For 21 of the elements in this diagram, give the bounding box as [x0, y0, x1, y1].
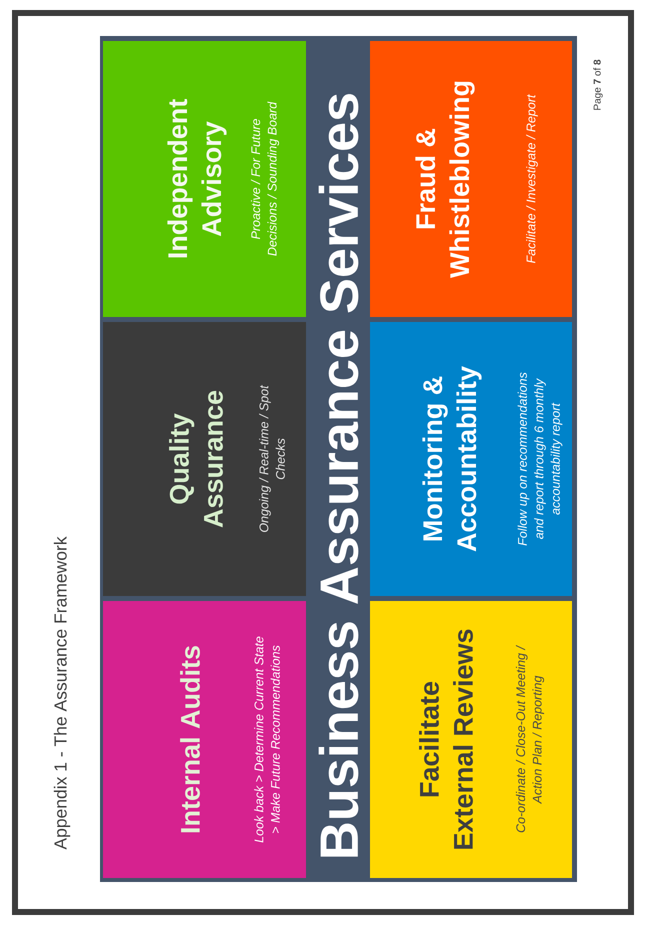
tile-heading: Fraud & Whistleblowing — [415, 82, 475, 278]
banner-text: Business Assurance Services — [318, 94, 358, 857]
page-number: Page 7 of 8 — [593, 60, 603, 110]
tile-description: Follow up on recommendations and report through 6 monthly accountability report — [518, 372, 562, 546]
service-tile — [370, 601, 572, 878]
service-tile — [370, 322, 572, 596]
tile-heading: Monitoring & Accountability — [422, 366, 482, 552]
tile-description: Facilitate / Investigate / Report — [526, 94, 538, 264]
page-title: Appendix 1 - The Assurance Framework — [54, 536, 70, 850]
service-tile — [370, 41, 572, 317]
tile-heading: Internal Audits — [180, 646, 200, 832]
tile-description: Look back > Determine Current State > Make Future Recommendations — [254, 636, 280, 842]
tile-description: Co-ordinate / Close-Out Meeting / Action Plan / Reporting — [516, 645, 544, 832]
service-tile — [103, 322, 306, 596]
tile-description: Proactive / For Future Decisions / Sounding Board — [250, 102, 280, 256]
tile-heading: Independent Advisory — [167, 99, 227, 258]
tile-heading: Facilitate External Reviews — [419, 630, 473, 849]
tile-heading: Quality Assurance — [169, 390, 223, 528]
tile-description: Ongoing / Real-time / Spot Checks — [259, 384, 285, 532]
service-tile — [103, 601, 306, 878]
service-tile — [103, 41, 306, 317]
